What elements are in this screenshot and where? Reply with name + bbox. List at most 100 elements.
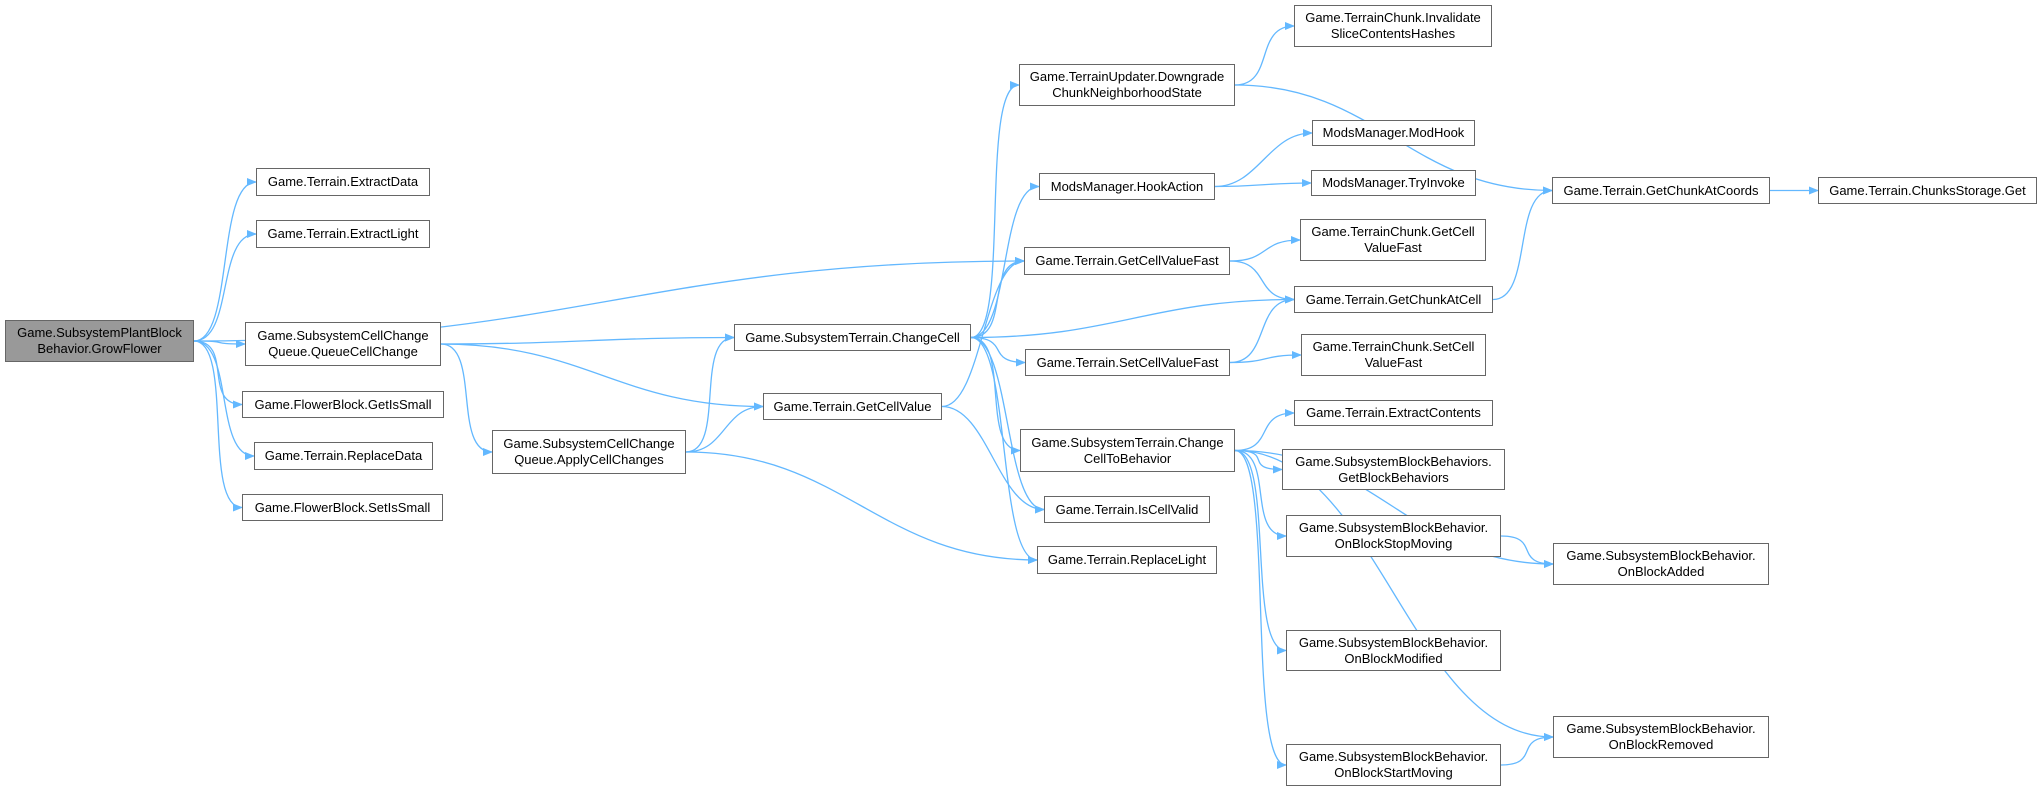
node-label-line: ModsManager.ModHook — [1322, 125, 1465, 140]
edge-getchunkatcell-to-getchunkatcoords — [1492, 186, 1553, 301]
edge-queuecellchange-to-applycellchanges — [440, 343, 493, 456]
node-modhook[interactable]: ModsManager.ModHook — [1312, 120, 1475, 146]
edge-getcellvaluefast-to-tcgetcellvaluefast — [1229, 236, 1301, 262]
node-label-line: Game.TerrainChunk.GetCell — [1311, 224, 1475, 239]
node-setissmall[interactable]: Game.FlowerBlock.SetIsSmall — [242, 494, 443, 521]
node-onblockremoved[interactable]: Game.SubsystemBlockBehavior.OnBlockRemov… — [1553, 716, 1769, 758]
node-label-line: Game.SubsystemBlockBehavior. — [1566, 721, 1756, 736]
node-label-line: OnBlockAdded — [1617, 564, 1705, 579]
node-label-line: Game.SubsystemBlockBehavior. — [1298, 634, 1489, 650]
edge-downgrade-to-invalidate — [1234, 22, 1295, 86]
node-getchunkatcell[interactable]: Game.Terrain.GetChunkAtCell — [1294, 286, 1493, 313]
edge-growflower-to-queuecellchange — [193, 339, 246, 348]
node-label-line: Game.Terrain.SetCellValueFast — [1036, 354, 1219, 370]
node-extractdata[interactable]: Game.Terrain.ExtractData — [256, 168, 430, 196]
edge-hookaction-to-modhook — [1214, 129, 1313, 188]
node-label-line: Game.Terrain.IsCellValid — [1055, 501, 1199, 517]
edge-growflower-to-replacedata — [193, 340, 255, 460]
node-label-line: ChunkNeighborhoodState — [1052, 85, 1202, 100]
node-label-line: Game.FlowerBlock.SetIsSmall — [254, 499, 431, 515]
edge-setcellvaluefast-to-getchunkatcell — [1229, 295, 1295, 364]
node-replacelight[interactable]: Game.Terrain.ReplaceLight — [1037, 546, 1217, 574]
node-label-line: Queue.ApplyCellChanges — [514, 452, 664, 467]
node-label-line: ValueFast — [1364, 240, 1422, 255]
node-iscellvalid[interactable]: Game.Terrain.IsCellValid — [1044, 496, 1210, 523]
node-replacedata[interactable]: Game.Terrain.ReplaceData — [254, 442, 433, 470]
node-getblockbehaviors[interactable]: Game.SubsystemBlockBehaviors.GetBlockBeh… — [1282, 449, 1505, 490]
node-label-line: Queue.QueueCellChange — [268, 344, 418, 359]
node-onblockadded[interactable]: Game.SubsystemBlockBehavior.OnBlockAdded — [1553, 543, 1769, 585]
node-label-line: ValueFast — [1364, 355, 1423, 370]
node-label-line: CellToBehavior — [1083, 450, 1172, 466]
node-changecell[interactable]: Game.SubsystemTerrain.ChangeCell — [734, 324, 971, 351]
node-label-line: Game.Terrain.GetChunkAtCell — [1305, 291, 1482, 307]
node-chunksstorageget[interactable]: Game.Terrain.ChunksStorage.Get — [1818, 177, 2037, 204]
node-tryinvoke[interactable]: ModsManager.TryInvoke — [1311, 170, 1476, 196]
node-extractlight[interactable]: Game.Terrain.ExtractLight — [256, 220, 430, 248]
node-getcellvaluefast[interactable]: Game.Terrain.GetCellValueFast — [1024, 247, 1230, 275]
edge-queuecellchange-to-getcellvalue — [440, 343, 764, 411]
node-label-line: Game.Terrain.ReplaceLight — [1047, 552, 1207, 567]
node-label-line: OnBlockRemoved — [1608, 737, 1714, 752]
edge-changecell-to-iscellvalid — [970, 336, 1045, 514]
node-label-line: Game.SubsystemBlockBehavior. — [1566, 548, 1756, 563]
edge-queuecellchange-to-changecell — [440, 333, 735, 345]
node-label-line: Game.SubsystemTerrain.ChangeCell — [745, 329, 960, 345]
node-label-line: Game.TerrainChunk.SetCell — [1312, 339, 1475, 354]
edge-changecelltobehavior-to-onblockmodified — [1234, 449, 1287, 655]
node-onblockstartmoving[interactable]: Game.SubsystemBlockBehavior.OnBlockStart… — [1286, 744, 1501, 786]
node-getcellvalue[interactable]: Game.Terrain.GetCellValue — [763, 393, 942, 420]
edge-growflower-to-getissmall — [193, 340, 243, 409]
edge-setcellvaluefast-to-tcsetcellvaluefast — [1229, 351, 1302, 364]
node-label-line: Game.SubsystemBlockBehaviors. — [1295, 453, 1492, 469]
node-label-line: OnBlockModified — [1344, 650, 1443, 666]
node-label-line: Game.Terrain.GetCellValue — [773, 398, 932, 414]
node-label-line: OnBlockStartMoving — [1334, 765, 1453, 780]
edge-changecelltobehavior-to-onblockstartmoving — [1234, 449, 1287, 769]
node-label-line: ModsManager.HookAction — [1050, 178, 1204, 194]
node-label-line: SliceContentsHashes — [1330, 26, 1456, 41]
node-getchunkatcoords[interactable]: Game.Terrain.GetChunkAtCoords — [1552, 177, 1770, 204]
edge-hookaction-to-tryinvoke — [1214, 179, 1312, 188]
edge-onblockstartmoving-to-onblockremoved — [1500, 733, 1554, 766]
edge-getcellvalue-to-iscellvalid — [941, 405, 1045, 514]
edge-changecelltobehavior-to-onblockremoved — [1234, 449, 1554, 741]
edge-changecell-to-getchunkatcell — [970, 295, 1295, 339]
node-label-line: GetBlockBehaviors — [1338, 469, 1449, 485]
edge-changecell-to-replacelight — [970, 336, 1038, 564]
edge-onblockstopmoving-to-onblockadded — [1500, 535, 1554, 568]
node-getissmall[interactable]: Game.FlowerBlock.GetIsSmall — [242, 391, 444, 418]
node-onblockmodified[interactable]: Game.SubsystemBlockBehavior.OnBlockModif… — [1286, 630, 1501, 671]
node-hookaction[interactable]: ModsManager.HookAction — [1039, 173, 1215, 200]
edge-applycellchanges-to-changecell — [685, 333, 735, 453]
edge-growflower-to-extractlight — [193, 230, 257, 342]
node-label-line: Game.SubsystemCellChange — [503, 436, 675, 451]
edge-getcellvalue-to-getcellvaluefast — [941, 257, 1025, 408]
node-label-line: Game.Terrain.ExtractContents — [1306, 405, 1481, 420]
edge-getcellvaluefast-to-getchunkatcell — [1229, 260, 1295, 304]
node-label-line: OnBlockStopMoving — [1334, 536, 1453, 551]
node-label-line: Game.TerrainUpdater.Downgrade — [1029, 69, 1225, 84]
node-label-line: Game.Terrain.ReplaceData — [264, 448, 423, 463]
edge-growflower-to-setissmall — [193, 340, 243, 512]
node-extractcontents[interactable]: Game.Terrain.ExtractContents — [1294, 400, 1493, 426]
edge-changecelltobehavior-to-extractcontents — [1234, 409, 1295, 452]
edge-growflower-to-extractdata — [193, 178, 257, 342]
node-setcellvaluefast[interactable]: Game.Terrain.SetCellValueFast — [1025, 349, 1230, 376]
edge-changecelltobehavior-to-onblockstopmoving — [1234, 449, 1287, 540]
edge-changecell-to-downgrade — [970, 81, 1020, 339]
edge-changecell-to-getcellvaluefast — [970, 257, 1025, 339]
node-onblockstopmoving[interactable]: Game.SubsystemBlockBehavior.OnBlockStopM… — [1286, 515, 1501, 557]
node-label-line: Game.Terrain.GetCellValueFast — [1035, 253, 1219, 268]
node-label-line: Game.SubsystemPlantBlock — [17, 325, 182, 340]
edge-applycellchanges-to-getcellvalue — [685, 402, 764, 453]
